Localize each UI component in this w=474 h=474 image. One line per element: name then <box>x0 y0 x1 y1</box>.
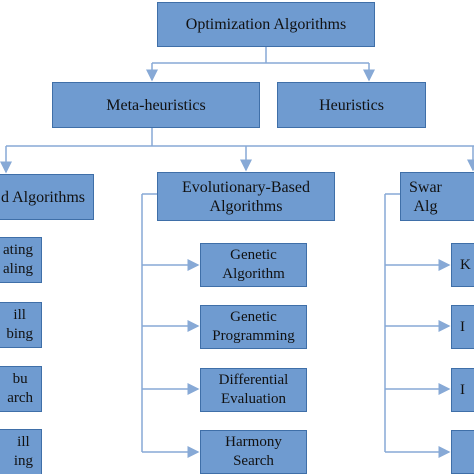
center-leaf-4-line-1: Harmony <box>225 434 282 450</box>
left-category-node: d Algorithms <box>0 174 94 220</box>
center-leaf-3: Differential Evaluation <box>200 368 307 412</box>
left-leaf-2-line-1: ill <box>13 307 26 323</box>
center-category-line-1: Evolutionary-Based <box>182 178 310 196</box>
right-category-line-1: Swar <box>409 178 442 196</box>
right-category-line-2: Alg <box>413 197 438 215</box>
right-leaf-1-line-1: K <box>460 256 471 273</box>
left-leaf-3-line-1: bu <box>12 371 28 387</box>
center-leaf-3-line-1: Differential <box>218 372 289 388</box>
center-leaf-1-line-1: Genetic <box>230 247 277 263</box>
center-category-line-2: Algorithms <box>209 197 283 215</box>
left-leaf-4: ill ing <box>0 429 42 474</box>
right-leaf-3-line-1: I <box>460 381 465 398</box>
center-leaf-1: Genetic Algorithm <box>200 243 307 287</box>
center-leaf-4-line-2: Search <box>233 453 274 469</box>
left-category-label: d Algorithms <box>0 188 85 206</box>
left-leaf-1-line-2: aling <box>3 261 33 277</box>
left-leaf-4-line-2: ing <box>13 453 33 469</box>
center-leaf-2-line-2: Programming <box>212 328 295 344</box>
left-leaf-2: ill bing <box>0 302 42 348</box>
right-leaf-2: I <box>451 305 474 349</box>
center-leaf-2: Genetic Programming <box>200 305 307 349</box>
left-leaf-4-line-1: ill <box>17 434 30 450</box>
left-leaf-1: ating aling <box>0 237 42 283</box>
heuristics-label: Heuristics <box>319 96 384 114</box>
center-leaf-3-line-2: Evaluation <box>221 391 286 407</box>
meta-heuristics-node: Meta-heuristics <box>52 82 260 128</box>
center-leaf-1-line-2: Algorithm <box>222 266 285 282</box>
left-leaf-3-line-2: arch <box>7 390 33 406</box>
center-leaf-4: Harmony Search <box>200 430 307 474</box>
root-node-label: Optimization Algorithms <box>185 16 347 33</box>
left-leaf-3: bu arch <box>0 366 42 412</box>
meta-heuristics-label: Meta-heuristics <box>106 96 206 114</box>
right-leaf-4 <box>451 430 474 474</box>
root-node: Optimization Algorithms <box>157 2 375 47</box>
right-leaf-2-line-1: I <box>460 318 465 335</box>
center-category-node: Evolutionary-Based Algorithms <box>157 172 335 221</box>
left-leaf-2-line-2: bing <box>6 326 33 342</box>
right-leaf-1: K <box>451 243 474 287</box>
right-category-node: Swar Alg <box>400 172 474 221</box>
right-leaf-3: I <box>451 368 474 412</box>
center-leaf-2-line-1: Genetic <box>230 309 277 325</box>
left-leaf-1-line-1: ating <box>3 242 33 258</box>
heuristics-node: Heuristics <box>277 82 426 128</box>
